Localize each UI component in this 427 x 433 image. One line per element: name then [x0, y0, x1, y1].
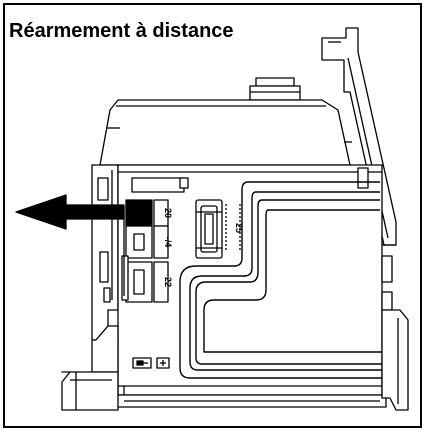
- label-slot-22: 22: [163, 277, 173, 287]
- reset-button-icon: [160, 360, 166, 366]
- label-slot-25: 25: [234, 223, 244, 233]
- label-slot-20: 20: [163, 208, 173, 218]
- relay-column: [121, 199, 169, 303]
- right-column: [357, 167, 409, 411]
- arrow-left-icon: [15, 194, 125, 230]
- top-knob: [249, 77, 301, 101]
- top-tab: [131, 177, 189, 193]
- connector-block: [195, 199, 241, 259]
- diagram-title: Réarmement à distance: [9, 20, 234, 42]
- bottom-symbols: [132, 357, 170, 369]
- top-cover: [99, 99, 352, 166]
- left-rail: [91, 164, 119, 341]
- plug-icon: [136, 360, 148, 366]
- label-slot-14: -/4: [163, 237, 173, 248]
- cable-channel: [179, 181, 382, 379]
- left-foot: [61, 325, 119, 411]
